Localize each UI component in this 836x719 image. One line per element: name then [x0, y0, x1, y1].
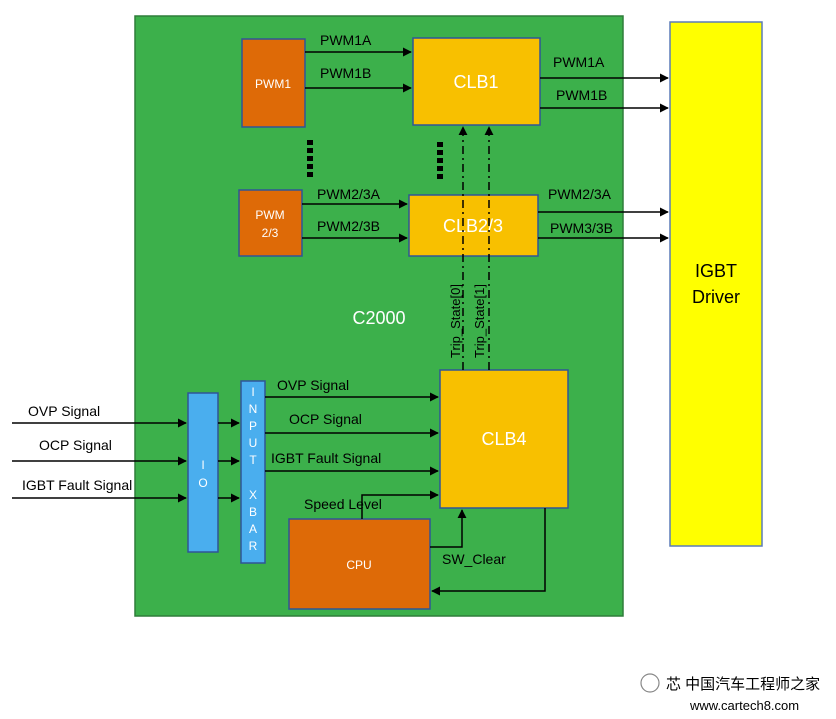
watermark: 芯 中国汽车工程师之家 www.cartech8.com — [640, 673, 820, 713]
pwm1a-out-label: PWM1A — [553, 54, 605, 70]
igbt-driver-block — [669, 21, 763, 547]
xbar-letter: R — [249, 539, 258, 553]
trip-state-0-label: Trip_State[0] — [448, 284, 463, 358]
pwm-ellipsis-dots — [307, 140, 313, 177]
io-block — [187, 392, 219, 553]
xbar-letter: N — [249, 402, 258, 416]
speed-level-arrow — [361, 490, 439, 519]
clb4-block — [439, 369, 569, 509]
xbar-letter: A — [249, 522, 257, 536]
pwm23-block — [238, 189, 303, 257]
clb23-label: CLB2/3 — [443, 216, 503, 236]
igbt-driver-label-line2: Driver — [692, 287, 740, 307]
pwm23-label-line2: 2/3 — [262, 226, 279, 240]
io-label-o: O — [198, 476, 207, 490]
watermark-line2: www.cartech8.com — [689, 698, 799, 713]
ovp-int-label: OVP Signal — [277, 377, 349, 393]
clb23-block — [408, 194, 539, 257]
cpu-label: CPU — [346, 558, 371, 572]
pwm23a-in-label: PWM2/3A — [317, 186, 381, 202]
pwm1-label: PWM1 — [255, 77, 291, 91]
pwm1a-in-label: PWM1A — [320, 32, 372, 48]
pwm23-label-line1: PWM — [255, 208, 284, 222]
board-label: C2000 — [352, 308, 405, 328]
pwm23b-in-label: PWM2/3B — [317, 218, 380, 234]
pwm23a-out-label: PWM2/3A — [548, 186, 612, 202]
watermark-line1: 芯 中国汽车工程师之家 — [666, 676, 820, 693]
sw-clear-arrow — [430, 509, 467, 548]
input-xbar-block — [240, 380, 266, 564]
pwm1b-out-label: PWM1B — [556, 87, 607, 103]
ovp-ext-label: OVP Signal — [28, 403, 100, 419]
wechat-icon — [640, 673, 660, 693]
clb-ellipsis-dots — [437, 142, 443, 179]
xbar-letter: B — [249, 505, 257, 519]
clb4-label: CLB4 — [481, 429, 526, 449]
ocp-ext-label: OCP Signal — [39, 437, 112, 453]
sw-clear-label: SW_Clear — [442, 551, 506, 567]
io-label-i: I — [201, 458, 204, 472]
clb1-block — [412, 37, 541, 126]
clb4-cpu-feedback-arrow — [431, 508, 546, 596]
igbt-driver-label-line1: IGBT — [695, 261, 737, 281]
ocp-int-label: OCP Signal — [289, 411, 362, 427]
input-xbar-letters: I N P U T X B A R — [249, 385, 258, 553]
xbar-letter: T — [249, 453, 257, 467]
xbar-letter: I — [251, 385, 254, 399]
clb1-label: CLB1 — [453, 72, 498, 92]
xbar-letter: P — [249, 419, 257, 433]
igbt-fault-ext-label: IGBT Fault Signal — [22, 477, 132, 493]
trip-state-1-label: Trip_State[1] — [472, 284, 487, 358]
xbar-letter: U — [249, 436, 258, 450]
pwm33b-out-label: PWM3/3B — [550, 220, 613, 236]
igbt-fault-int-label: IGBT Fault Signal — [271, 450, 381, 466]
xbar-letter: X — [249, 488, 257, 502]
pwm1-block — [241, 38, 306, 128]
speed-level-label: Speed Level — [304, 496, 382, 512]
pwm1b-in-label: PWM1B — [320, 65, 371, 81]
cpu-block — [288, 518, 431, 610]
